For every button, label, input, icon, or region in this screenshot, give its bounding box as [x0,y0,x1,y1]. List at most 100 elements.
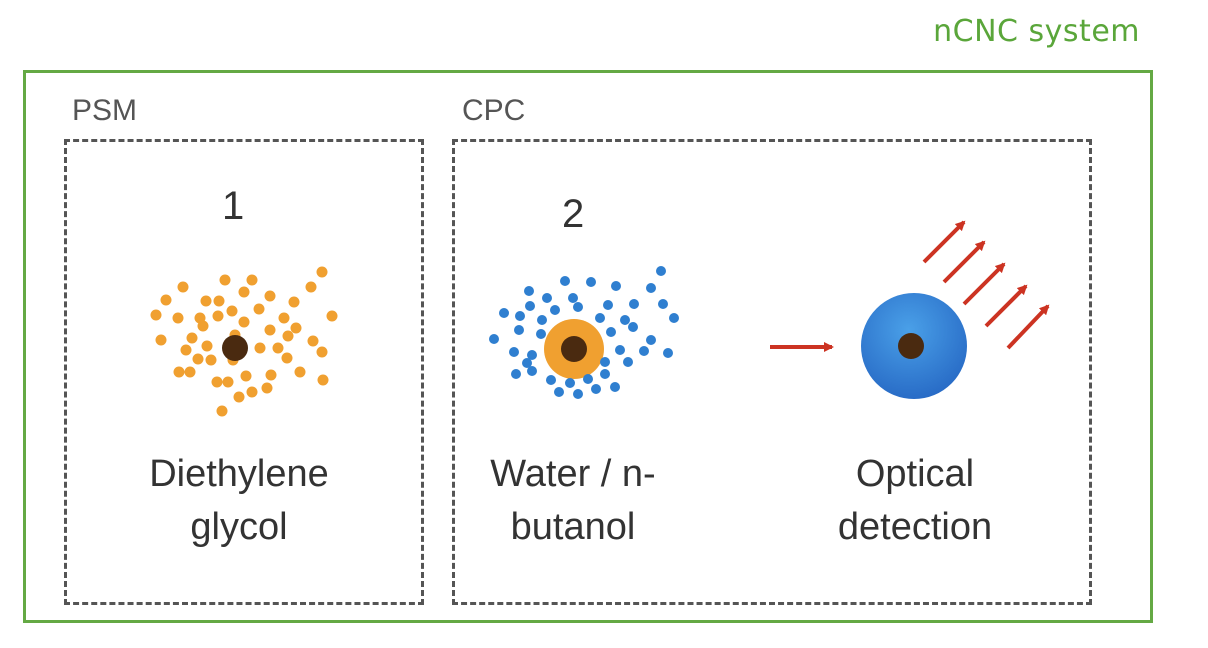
scatter-arrow [962,262,1006,306]
droplet [603,300,613,310]
droplet [155,334,167,346]
droplet [611,281,621,291]
droplet [511,369,521,379]
droplet [524,286,534,296]
droplet [197,320,209,332]
droplet [307,335,319,347]
scattered-arrows [922,220,1050,350]
psm-box [64,139,424,605]
droplet [669,313,679,323]
droplet [173,366,185,378]
droplet [568,293,578,303]
droplet [254,342,266,354]
droplet [656,266,666,276]
droplet [294,366,306,378]
psm-label: PSM [72,94,138,127]
step-3-caption-line2: detection [837,506,993,548]
droplet [212,310,224,322]
droplet [216,405,228,417]
droplet [246,386,258,398]
droplet [646,283,656,293]
droplet [600,357,610,367]
step-1-caption-line1: Diethylene [149,453,329,495]
droplet [525,301,535,311]
droplet [281,352,293,364]
orange-droplet-cloud [150,266,338,417]
droplet [317,374,329,386]
step-1-caption: Diethylene glycol [104,448,374,554]
step-2-caption-line2: butanol [510,506,636,548]
droplet [573,302,583,312]
droplet [233,391,245,403]
droplet [550,305,560,315]
droplet [499,308,509,318]
droplet [261,382,273,394]
droplet [316,266,328,278]
droplet [560,276,570,286]
droplet [509,347,519,357]
droplet [536,329,546,339]
droplet [527,366,537,376]
scatter-arrow [984,284,1028,328]
droplet [222,376,234,388]
droplet [305,281,317,293]
droplet [600,369,610,379]
droplet [172,312,184,324]
cpc-box [452,139,1092,605]
droplet [546,375,556,385]
droplet [282,330,294,342]
droplet [264,290,276,302]
droplet [591,384,601,394]
step-2-caption-line1: Water / n- [490,453,656,495]
scatter-arrow [1006,304,1050,350]
droplet [573,389,583,399]
step-3-caption-line1: Optical [855,453,975,495]
droplet [527,350,537,360]
droplet [253,303,265,315]
step-2-number: 2 [562,192,585,236]
particle-core-2 [561,336,587,362]
droplet [606,327,616,337]
droplet [615,345,625,355]
droplet [246,274,258,286]
scatter-arrow [942,240,986,284]
droplet [192,353,204,365]
scatter-arrow [922,220,966,264]
droplet [646,335,656,345]
step-3-caption: Optical detection [790,448,1040,554]
cpc-label: CPC [462,94,526,127]
system-title: nCNC system [933,14,1140,49]
blue-droplet-cloud [489,266,679,399]
droplet [489,334,499,344]
droplet [205,354,217,366]
droplet [554,387,564,397]
droplet [272,342,284,354]
particle-core-3 [898,333,924,359]
droplet [184,366,196,378]
droplet [264,324,276,336]
droplet [160,294,172,306]
droplet [177,281,189,293]
droplet [514,325,524,335]
droplet [200,295,212,307]
droplet [316,346,328,358]
droplet [326,310,338,322]
droplet [639,346,649,356]
droplet [238,286,250,298]
droplet [629,299,639,309]
droplet [542,293,552,303]
droplet [663,348,673,358]
droplet [595,313,605,323]
droplet [180,344,192,356]
droplet [201,340,213,352]
droplet [211,376,223,388]
droplet [219,274,231,286]
droplet [620,315,630,325]
droplet [226,305,238,317]
ncnc-system-frame [23,70,1153,623]
droplet [522,358,532,368]
particle-core-1 [222,335,248,361]
droplet [186,332,198,344]
step-1-number: 1 [222,184,245,228]
